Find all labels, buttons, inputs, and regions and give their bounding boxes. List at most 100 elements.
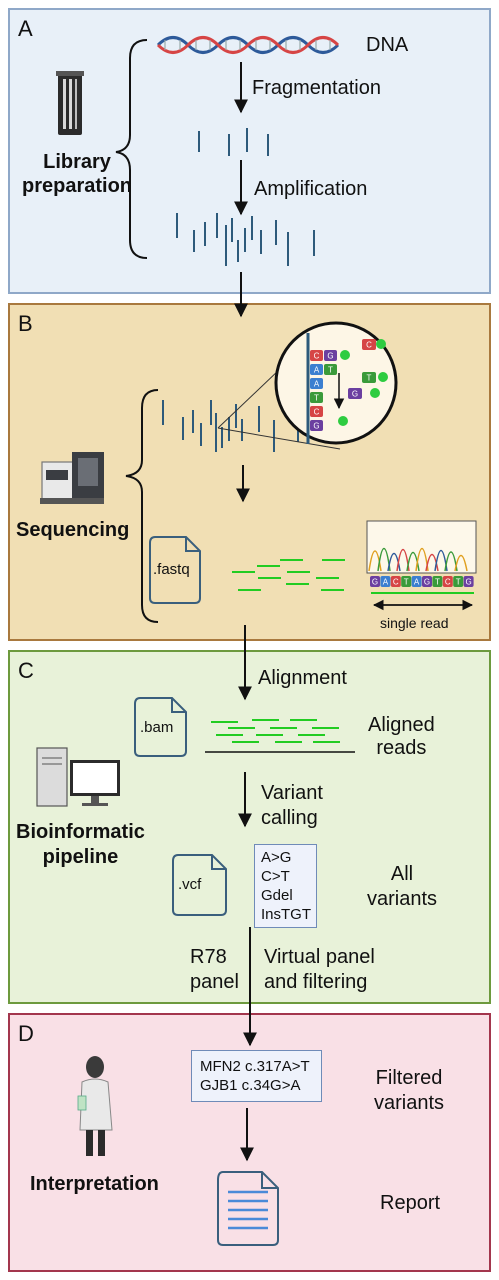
- svg-text:G: G: [465, 578, 471, 587]
- free-nucleotide-chip: C: [362, 339, 376, 350]
- library-preparation-title: Library preparation: [22, 150, 132, 198]
- title-line: preparation: [22, 175, 133, 197]
- panel-library-preparation: A: [8, 8, 491, 294]
- svg-text:A: A: [383, 578, 389, 587]
- fragmentation-label: Fragmentation: [252, 77, 381, 99]
- read-base-chip: A: [380, 576, 391, 587]
- read-base-chip: C: [442, 576, 453, 587]
- nucleotide-chip: T: [324, 364, 337, 375]
- panel-letter-d: D: [18, 1021, 34, 1046]
- nucleotide-chip: T: [310, 392, 323, 403]
- zoom-line-bottom: [217, 427, 341, 450]
- all-variants-label: All variants: [367, 862, 437, 912]
- aligned-line: reads: [376, 737, 427, 759]
- report-icon: [217, 1171, 279, 1246]
- fastq-file-icon: [149, 536, 201, 604]
- all-variants-line: variants: [367, 888, 438, 910]
- vcf-label: .vcf: [178, 876, 202, 893]
- fluorescent-dye-dot: [370, 388, 380, 398]
- scientist-icon: [77, 1056, 113, 1156]
- panel-letter-c: C: [18, 658, 34, 683]
- panel-line: panel: [190, 971, 239, 993]
- aligned-reads: [211, 719, 340, 743]
- nucleotide-chip: C: [310, 406, 323, 417]
- chromatogram-peaks: [368, 548, 468, 572]
- panel-letter-a: A: [18, 16, 33, 41]
- variants-list-box: A>G C>T Gdel InsTGT: [254, 844, 317, 928]
- aligned-reads-label: Aligned reads: [368, 714, 435, 760]
- filtered-variant-item: MFN2 c.317A>T: [200, 1058, 310, 1075]
- sequencer-machine-icon: [40, 452, 104, 504]
- read-base-chip: G: [370, 576, 380, 587]
- brace-b: [125, 389, 159, 623]
- variant-calling-label: Variant calling: [261, 781, 323, 831]
- title-line: pipeline: [42, 846, 119, 868]
- sequencing-title: Sequencing: [16, 519, 130, 541]
- svg-text:T: T: [456, 578, 461, 587]
- read-base-chip: G: [422, 576, 432, 587]
- variant-item: A>G: [261, 849, 292, 866]
- svg-text:G: G: [424, 578, 430, 587]
- nucleotide-chip: A: [310, 364, 323, 375]
- magnifier-circle: [274, 321, 398, 445]
- chromatogram-box: [366, 520, 477, 574]
- filtered-line: Filtered: [375, 1067, 443, 1089]
- fluorescent-dye-dot: [376, 339, 386, 349]
- variant-item: InsTGT: [261, 906, 312, 923]
- svg-text:G: G: [352, 390, 358, 399]
- svg-text:C: C: [393, 578, 399, 587]
- aligned-line: Aligned: [368, 714, 435, 736]
- read-base-chip: T: [401, 576, 412, 587]
- svg-text:G: G: [372, 578, 378, 587]
- read-base-chip: G: [463, 576, 474, 587]
- virtual-panel-filtering-label: Virtual panel and filtering: [264, 945, 375, 995]
- single-read-label: single read: [380, 615, 449, 631]
- nucleotide-chip: A: [310, 378, 323, 389]
- all-variants-line: All: [390, 863, 414, 885]
- svg-text:G: G: [313, 422, 319, 431]
- fluorescent-dye-dot: [338, 416, 348, 426]
- read-base-chip: T: [453, 576, 464, 587]
- svg-text:A: A: [414, 578, 420, 587]
- panel-line: R78: [190, 946, 227, 968]
- nucleotide-chip: G: [310, 420, 323, 431]
- interpretation-title: Interpretation: [30, 1173, 159, 1195]
- svg-text:C: C: [445, 578, 451, 587]
- filtering-line: Virtual panel: [264, 946, 375, 968]
- variant-item: C>T: [261, 868, 290, 885]
- title-line: Bioinformatic: [16, 821, 145, 843]
- read-base-chip: A: [411, 576, 422, 587]
- read-base-chip: T: [432, 576, 443, 587]
- free-nucleotide-chip: T: [362, 372, 376, 383]
- fragments-b: [162, 400, 299, 452]
- fluorescent-dye-dot: [378, 372, 388, 382]
- svg-text:C: C: [314, 408, 320, 417]
- svg-text:C: C: [314, 352, 320, 361]
- reads-b: [232, 559, 345, 591]
- report-label: Report: [380, 1192, 441, 1214]
- free-nucleotide-chip: G: [348, 388, 362, 399]
- fastq-label: .fastq: [153, 561, 190, 578]
- filtered-variants-label: Filtered variants: [374, 1066, 444, 1116]
- filtering-line: and filtering: [264, 971, 368, 993]
- fluorescent-dye-dot: [340, 350, 350, 360]
- brace-a: [115, 39, 148, 259]
- nucleotide-chip: G: [324, 350, 337, 361]
- variant-calling-line: Variant: [261, 782, 323, 804]
- fragments-a: [198, 128, 269, 156]
- nucleotide-chip: C: [310, 350, 323, 361]
- r78-panel-label: R78 panel: [190, 945, 239, 995]
- filtered-variant-item: GJB1 c.34G>A: [200, 1077, 301, 1094]
- amplification-label: Amplification: [254, 178, 368, 200]
- svg-text:T: T: [404, 578, 409, 587]
- svg-text:T: T: [367, 374, 372, 383]
- svg-text:T: T: [328, 366, 333, 375]
- svg-text:A: A: [314, 366, 320, 375]
- svg-text:C: C: [366, 341, 372, 350]
- alignment-label: Alignment: [258, 667, 347, 689]
- vcf-file-icon: [172, 854, 227, 916]
- svg-text:T: T: [435, 578, 440, 587]
- title-line: Library: [43, 151, 111, 173]
